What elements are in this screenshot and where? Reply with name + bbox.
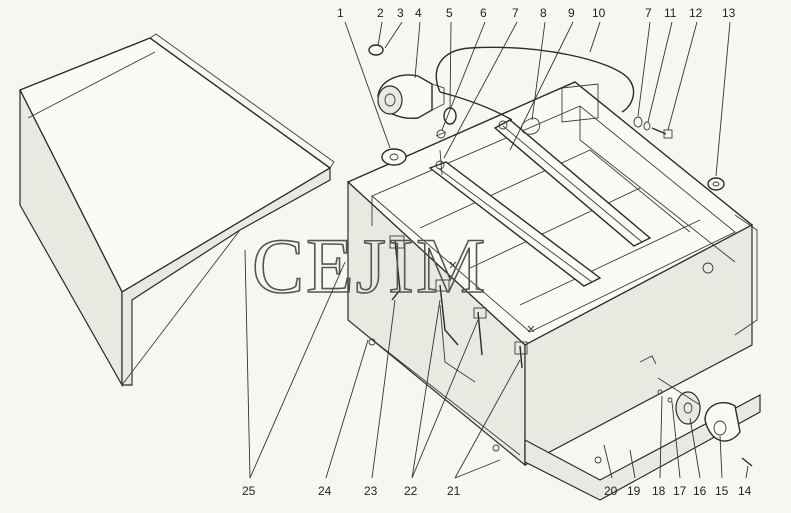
callout-21: 21 <box>447 484 461 498</box>
callout-22: 22 <box>404 484 418 498</box>
callout-23: 23 <box>364 484 378 498</box>
leader-lines <box>244 21 749 479</box>
battery-cover <box>19 33 335 388</box>
callout-7b: 7 <box>645 6 652 20</box>
callout-24: 24 <box>318 484 332 498</box>
callout-5: 5 <box>446 6 453 20</box>
callout-17: 17 <box>673 484 687 498</box>
callout-2: 2 <box>377 6 384 20</box>
callout-1: 1 <box>337 6 344 20</box>
callout-19: 19 <box>627 484 641 498</box>
callout-12: 12 <box>689 6 703 20</box>
terminals-and-cables <box>389 235 535 383</box>
callout-7: 7 <box>512 6 519 20</box>
mass-switch-assembly <box>639 355 753 467</box>
callout-11: 11 <box>664 6 677 20</box>
callout-4: 4 <box>415 6 422 20</box>
callout-10: 10 <box>592 6 606 20</box>
callout-13: 13 <box>722 6 736 20</box>
callout-14: 14 <box>738 484 752 498</box>
callouts-bottom: 25 24 23 22 21 20 18 17 16 15 14 19 <box>242 484 752 498</box>
callout-20: 20 <box>604 484 618 498</box>
switch-assembly <box>368 44 635 176</box>
callout-18: 18 <box>652 484 666 498</box>
callout-3: 3 <box>397 6 404 20</box>
watermark-text: CEJIM <box>252 222 487 309</box>
clamp-bars <box>428 119 652 287</box>
callout-8: 8 <box>540 6 547 20</box>
callout-9: 9 <box>568 6 575 20</box>
callout-16: 16 <box>693 484 707 498</box>
callout-6: 6 <box>480 6 487 20</box>
callout-15: 15 <box>715 484 729 498</box>
callout-25: 25 <box>242 484 256 498</box>
fasteners-right <box>633 116 725 191</box>
callouts-top: 1 2 3 4 5 6 7 8 9 10 7 11 12 13 <box>337 6 736 20</box>
